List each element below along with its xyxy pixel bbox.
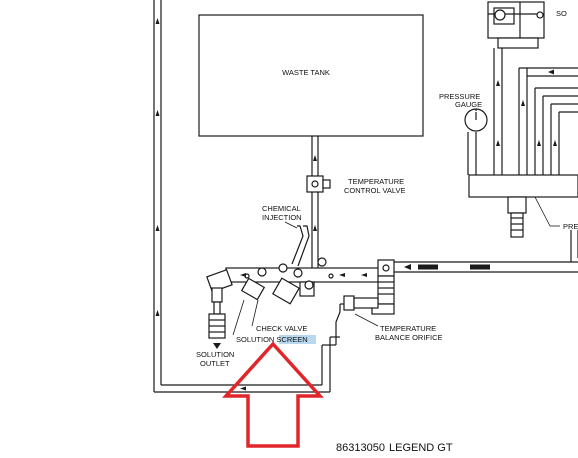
check-valve-label: CHECK VALVE bbox=[256, 324, 307, 333]
solution-screen-highlight bbox=[279, 335, 316, 344]
temp-balance-label-1: TEMPERATURE bbox=[380, 324, 436, 333]
footer-doc-number: 86313050 bbox=[336, 442, 385, 453]
right-supply-line bbox=[394, 230, 578, 273]
pump-line-arrows bbox=[496, 69, 557, 146]
pump-outlet-lines bbox=[467, 48, 578, 175]
solution-screen-leader bbox=[232, 299, 245, 336]
footer-legend: LEGEND GT bbox=[389, 442, 453, 453]
flow-arrows-left bbox=[155, 18, 246, 391]
pressure-gauge bbox=[464, 108, 488, 132]
chemical-label-1: CHEMICAL bbox=[262, 204, 301, 213]
pressure-gauge-label-2: GAUGE bbox=[455, 100, 482, 109]
solution-screen-label: SOLUTION SCREEN bbox=[236, 335, 308, 344]
heat-exchanger-block bbox=[468, 174, 578, 238]
waste-tank bbox=[198, 14, 424, 137]
temp-control-label-1: TEMPERATURE bbox=[348, 177, 404, 186]
chemical-label-2: INJECTION bbox=[262, 213, 302, 222]
temperature-control-valve bbox=[306, 175, 331, 193]
tank-pipe-arrows bbox=[313, 155, 317, 231]
temperature-balance-orifice bbox=[335, 295, 379, 345]
check-valve-leader bbox=[251, 299, 259, 327]
pressure-gauge-label-1: PRESSURE bbox=[439, 92, 480, 101]
solution-outlet-label-1: SOLUTION bbox=[196, 350, 234, 359]
so-partial-label: SO bbox=[556, 9, 567, 18]
chemical-injection-pipe bbox=[291, 225, 310, 267]
balance-orifice-leader bbox=[354, 313, 379, 327]
outer-hose-loop bbox=[153, 0, 340, 393]
waste-tank-label: WASTE TANK bbox=[282, 68, 330, 77]
pre-leader bbox=[534, 196, 551, 227]
manifold-arrows bbox=[213, 273, 367, 349]
chemical-leader bbox=[284, 221, 298, 229]
solution-outlet-label-2: OUTLET bbox=[200, 359, 230, 368]
right-line-arrows bbox=[404, 264, 490, 270]
right-fitting bbox=[371, 259, 395, 315]
tank-drain-pipe bbox=[311, 136, 319, 268]
temp-control-label-2: CONTROL VALVE bbox=[344, 186, 406, 195]
temp-balance-label-2: BALANCE ORIFICE bbox=[375, 333, 443, 342]
manifold-assembly bbox=[206, 257, 387, 339]
annotation-up-arrow bbox=[222, 341, 324, 448]
pump-assembly bbox=[487, 1, 545, 49]
pre-partial-label: PRE bbox=[563, 222, 578, 231]
